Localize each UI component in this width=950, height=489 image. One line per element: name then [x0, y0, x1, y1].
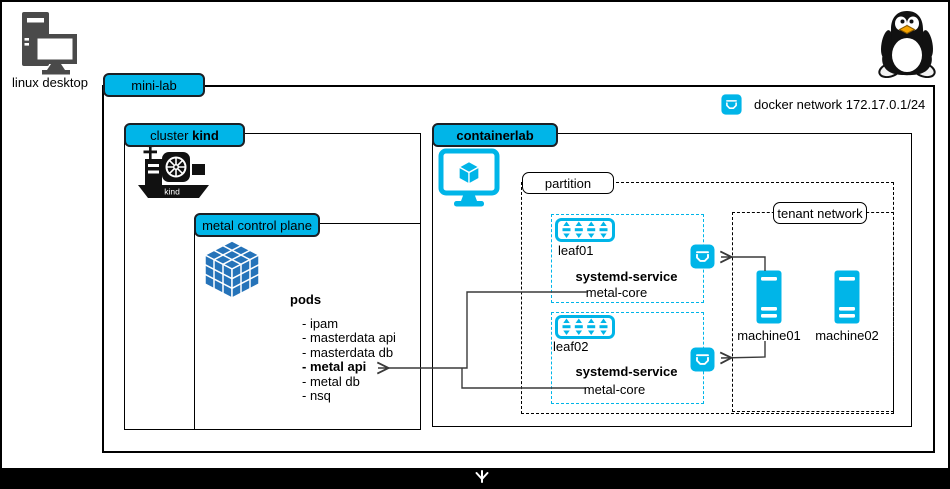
pod-item: - masterdata api	[302, 330, 396, 346]
machine01-server-icon	[756, 270, 782, 324]
leaf01-switch-icon	[555, 218, 615, 242]
kind-ship-icon: kind	[138, 144, 209, 198]
partition-label: partition	[522, 172, 614, 194]
pod-item: - ipam	[302, 316, 339, 331]
leaf01-label: leaf01	[558, 243, 594, 258]
containerlab-label: containerlab	[432, 123, 558, 147]
leaf02-service-title: systemd-service	[575, 364, 678, 379]
mini-lab-box	[102, 85, 935, 453]
docker-network-icon	[690, 347, 715, 372]
pods-cube-icon	[204, 240, 260, 299]
containerlab-monitor-icon	[438, 148, 500, 207]
leaf02-label: leaf02	[553, 339, 589, 354]
pod-item: - nsq	[302, 388, 331, 404]
metal-control-plane-label-text: metal control plane	[202, 217, 312, 233]
collapse-arrow-icon[interactable]	[474, 469, 490, 485]
pods-list: - ipam - masterdata api - masterdata db …	[302, 316, 396, 404]
machine01-label: machine01	[737, 328, 801, 343]
pod-item: - metal api	[302, 359, 367, 375]
partition-label-text: partition	[544, 175, 592, 191]
metal-control-plane-label: metal control plane	[194, 213, 320, 237]
mini-lab-label: mini-lab	[103, 73, 205, 97]
tux-penguin-icon	[878, 11, 936, 78]
pod-item: - metal db	[302, 373, 360, 389]
leaf01-service-title: systemd-service	[575, 269, 678, 284]
containerlab-label-text: containerlab	[456, 127, 534, 143]
tenant-network-label: tenant network	[773, 202, 867, 224]
docker-network-icon	[721, 94, 742, 115]
mini-lab-label-text: mini-lab	[131, 77, 177, 93]
cluster-kind-label-text: cluster	[150, 127, 189, 143]
bottom-bar	[2, 468, 948, 489]
cluster-kind-label-bold: kind	[192, 127, 219, 143]
pod-item: - masterdata db	[302, 344, 394, 360]
leaf02-service-name: metal-core	[583, 382, 646, 397]
cluster-kind-label: cluster kind	[124, 123, 245, 147]
tenant-network-box	[732, 212, 894, 412]
containerlab-box	[432, 133, 912, 427]
leaf01-service-name: metal-core	[585, 285, 648, 300]
linux-desktop-icon	[22, 12, 77, 75]
machine02-label: machine02	[815, 328, 879, 343]
linux-desktop-label: linux desktop	[12, 75, 88, 90]
docker-network-icon	[690, 244, 715, 269]
pods-title: pods	[290, 292, 322, 307]
tenant-network-label-text: tenant network	[777, 205, 863, 221]
docker-network-label: docker network 172.17.0.1/24	[754, 97, 926, 112]
machine02-server-icon	[834, 270, 860, 324]
kind-ship-text: kind	[164, 187, 180, 197]
